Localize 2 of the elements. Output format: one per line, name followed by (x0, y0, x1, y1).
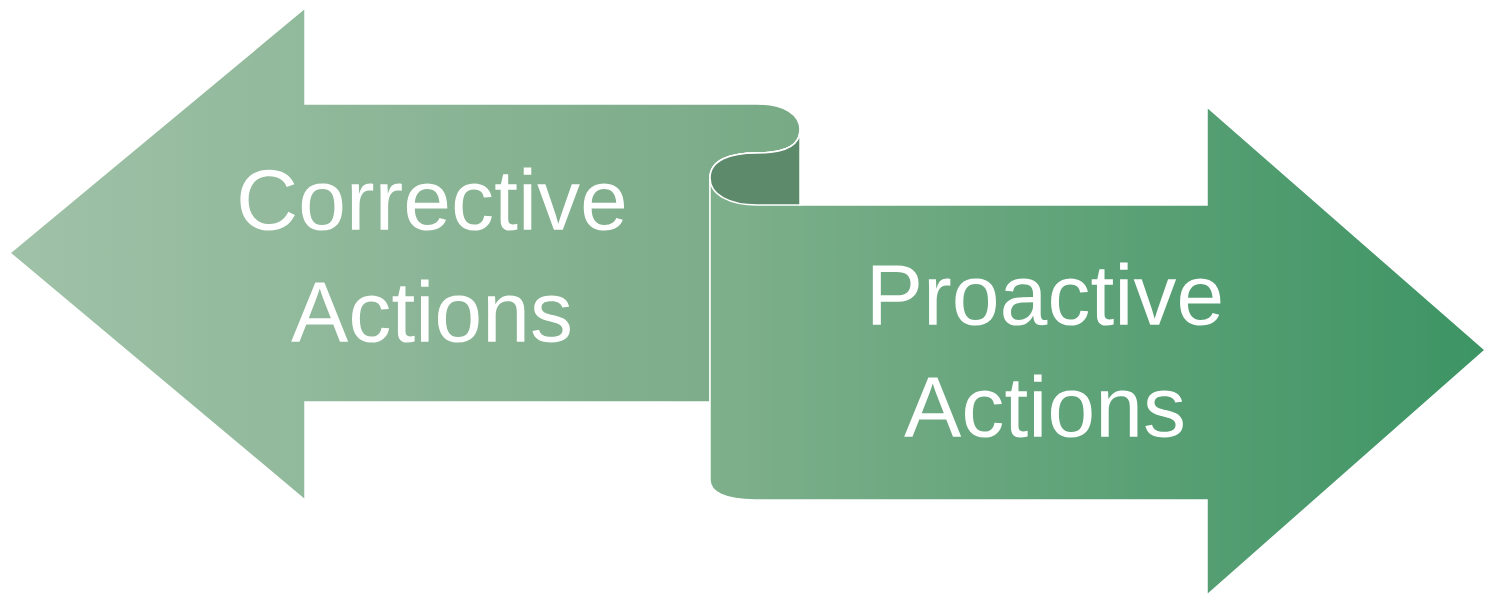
arrow-banner: Proactive Actions (709, 106, 1485, 596)
arrow-banner: Corrective Actions (9, 7, 801, 501)
